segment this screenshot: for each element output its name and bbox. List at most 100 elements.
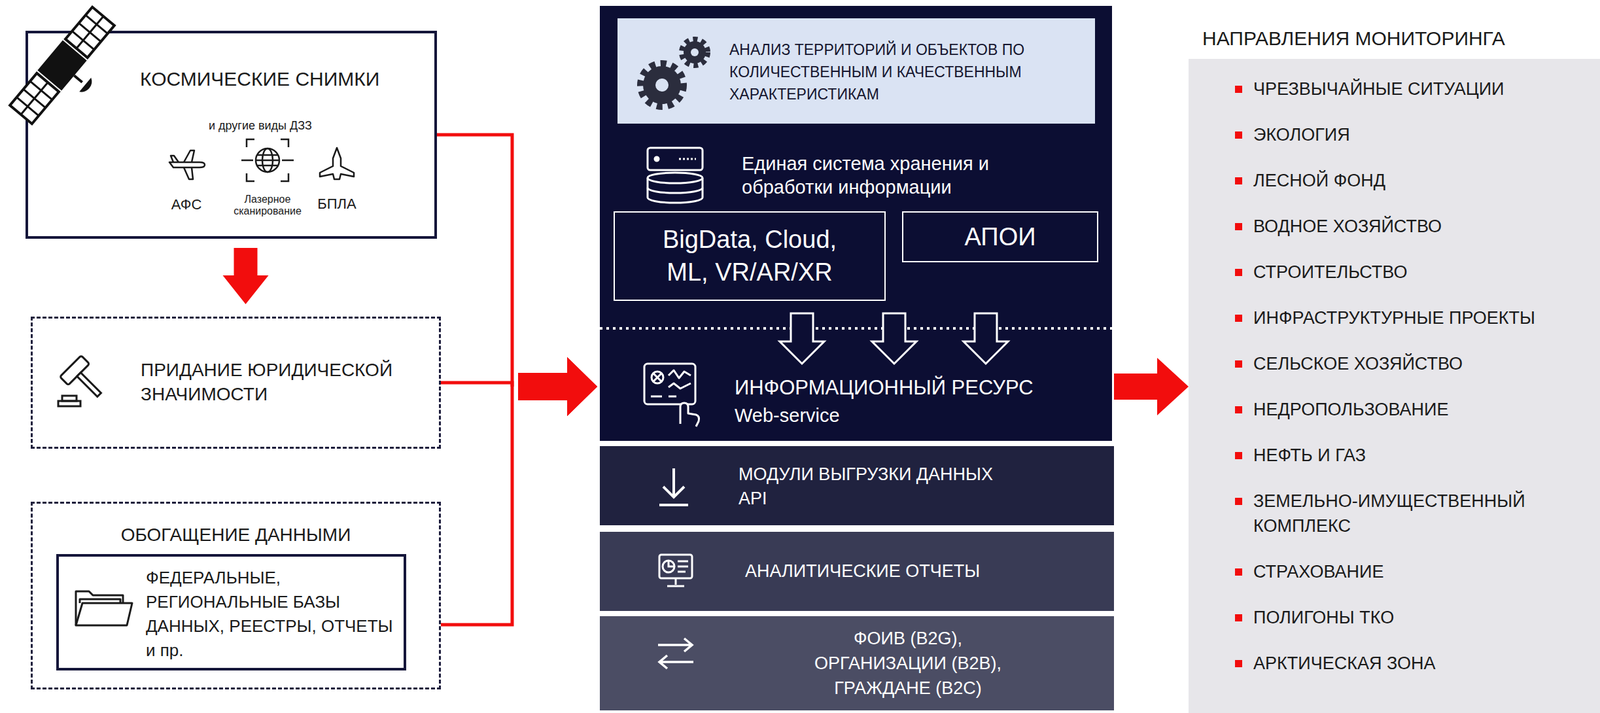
aircraft-icon-part	[183, 167, 193, 180]
connector-arrow	[1113, 357, 1189, 416]
dashboard-icon-part	[650, 395, 677, 398]
folder-icon-part	[75, 603, 133, 626]
monitoring-panel: НАПРАВЛЕНИЯ МОНИТОРИНГАЧРЕЗВЫЧАЙНЫЕ СИТУ…	[1188, 58, 1600, 713]
dashboard-icon-part	[668, 383, 691, 389]
gavel-icon-part	[62, 395, 77, 401]
laser-scan-icon-part	[255, 155, 280, 166]
node-text: ФОИВ (B2G), ОРГАНИЗАЦИИ (B2B), ГРАЖДАНЕ …	[796, 626, 1020, 701]
database-icon-part	[647, 147, 703, 171]
text-slot: ФОИВ (B2G), ОРГАНИЗАЦИИ (B2B), ГРАЖДАНЕ …	[796, 626, 1020, 701]
text-slot: ПРИДАНИЕ ЮРИДИЧЕСКОЙ ЗНАЧИМОСТИ	[140, 357, 416, 407]
database-icon-part	[647, 177, 703, 203]
arrow-shape	[1113, 357, 1189, 416]
gears-icon-part	[690, 48, 699, 57]
list-row: СТРОИТЕЛЬСТВО	[1234, 259, 1569, 285]
list-item: ЛЕСНОЙ ФОНД	[1253, 168, 1561, 193]
icon-caption: АФС	[160, 196, 213, 214]
node-text: МОДУЛИ ВЫГРУЗКИ ДАННЫХ API	[738, 462, 1014, 511]
node-text: АПОИ	[903, 221, 1097, 253]
flow-arrows-part	[963, 313, 1009, 364]
list-item: ВОДНОЕ ХОЗЯЙСТВО	[1253, 213, 1561, 239]
database-icon-part	[654, 156, 659, 161]
arrow-shape	[223, 247, 269, 305]
node-text: КОСМИЧЕСКИЕ СНИМКИ	[139, 67, 428, 91]
report-icon-part	[659, 554, 693, 579]
flow-arrows	[599, 313, 1113, 364]
dashboard-icon-part	[651, 371, 664, 384]
text-slot: Лазерное сканирование	[228, 193, 307, 218]
database-icon-part	[647, 187, 703, 193]
technology-box: АПОИ	[902, 211, 1099, 263]
group-box: ФЕДЕРАЛЬНЫЕ, РЕГИОНАЛЬНЫЕ БАЗЫ ДАННЫХ, Р…	[30, 501, 441, 690]
gears-icon-part	[655, 78, 669, 92]
technology-box: BigData, Cloud, ML, VR/AR/XR	[613, 211, 886, 301]
satellite-icon	[9, 6, 131, 138]
bracket-line	[440, 386, 513, 625]
report-icon-part	[677, 561, 689, 572]
bullet-square	[1234, 314, 1243, 322]
list-row: ЛЕСНОЙ ФОНД	[1234, 168, 1569, 193]
output-band: АНАЛИТИЧЕСКИЕ ОТЧЕТЫ	[599, 531, 1114, 611]
node-text: ПРИДАНИЕ ЮРИДИЧЕСКОЙ ЗНАЧИМОСТИ	[140, 357, 416, 407]
satellite-icon-part	[79, 77, 95, 96]
node-text: ОБОГАЩЕНИЕ ДАННЫМИ	[32, 523, 439, 547]
download-icon-part	[659, 468, 689, 505]
process-box: ПРИДАНИЕ ЮРИДИЧЕСКОЙ ЗНАЧИМОСТИ	[30, 316, 441, 449]
dashboard-icon	[644, 363, 700, 427]
folder-icon-part	[79, 599, 121, 604]
download-icon	[659, 468, 689, 505]
text-slot: АПОИ	[903, 221, 1097, 253]
satellite-icon-part	[9, 73, 59, 124]
bracket-line	[436, 134, 513, 387]
drone-icon	[319, 147, 354, 180]
laser-scan-icon-part	[255, 148, 280, 173]
text-slot: и другие виды ДЗЗ	[175, 118, 346, 133]
list-item: АРКТИЧЕСКАЯ ЗОНА	[1253, 650, 1561, 676]
list-item: СТРАХОВАНИЕ	[1253, 559, 1561, 585]
icon-caption: Лазерное сканирование	[228, 193, 307, 218]
drone-icon-part	[319, 147, 354, 180]
flow-arrows-part	[779, 313, 825, 364]
output-band: МОДУЛИ ВЫГРУЗКИ ДАННЫХ API	[599, 446, 1114, 526]
node-text: АНАЛИТИЧЕСКИЕ ОТЧЕТЫ	[745, 559, 1073, 583]
bullet-square	[1234, 360, 1243, 368]
list-item: НЕДРОПОЛЬЗОВАНИЕ	[1253, 397, 1561, 422]
satellite-icon-part	[65, 7, 115, 58]
analysis-box: АНАЛИЗ ТЕРРИТОРИЙ И ОБЪЕКТОВ ПО КОЛИЧЕСТ…	[617, 18, 1096, 124]
text-slot: Web-service	[734, 404, 931, 427]
arrow-shape	[518, 357, 598, 417]
section-heading: НАПРАВЛЕНИЯ МОНИТОРИНГА	[1202, 26, 1595, 51]
connector-arrow	[223, 247, 269, 305]
gears-icon-part	[643, 66, 681, 105]
bullet-square	[1234, 268, 1243, 277]
exchange-icon-part	[658, 638, 693, 652]
database-icon-part	[647, 172, 703, 184]
list-item: СЕЛЬСКОЕ ХОЗЯЙСТВО	[1253, 351, 1561, 377]
gears-icon-part	[640, 63, 684, 107]
dashboard-icon-part	[668, 370, 691, 379]
arrow-shape	[518, 357, 598, 417]
text-slot: BigData, Cloud, ML, VR/AR/XR	[651, 223, 848, 289]
bullet-square	[1234, 223, 1243, 231]
folder-icon	[75, 591, 133, 626]
text-slot: ИНФОРМАЦИОННЫЙ РЕСУРС	[734, 376, 1101, 400]
report-icon-part	[662, 560, 675, 573]
laser-scan-icon-part	[262, 148, 273, 173]
list-item: ЗЕМЕЛЬНО-ИМУЩЕСТВЕННЫЙ КОМПЛЕКС	[1253, 488, 1561, 539]
bullet-square	[1234, 660, 1243, 668]
bullet-square	[1234, 568, 1243, 576]
list-item: СТРОИТЕЛЬСТВО	[1253, 259, 1561, 285]
bracket-line	[440, 382, 513, 387]
flow-arrows-part	[599, 327, 1113, 330]
node-text: ИНФОРМАЦИОННЫЙ РЕСУРС	[734, 376, 1101, 400]
satellite-icon-part	[73, 75, 82, 82]
list-row: НЕДРОПОЛЬЗОВАНИЕ	[1234, 397, 1569, 422]
text-slot: ФЕДЕРАЛЬНЫЕ, РЕГИОНАЛЬНЫЕ БАЗЫ ДАННЫХ, Р…	[145, 565, 395, 663]
bullet-square	[1234, 406, 1243, 414]
dashboard-icon-part	[653, 373, 662, 382]
exchange-icon-part	[659, 655, 694, 669]
list-row: ЗЕМЕЛЬНО-ИМУЩЕСТВЕННЫЙ КОМПЛЕКС	[1234, 488, 1569, 539]
list-item: ЧРЕЗВЫЧАЙНЫЕ СИТУАЦИИ	[1253, 76, 1561, 102]
